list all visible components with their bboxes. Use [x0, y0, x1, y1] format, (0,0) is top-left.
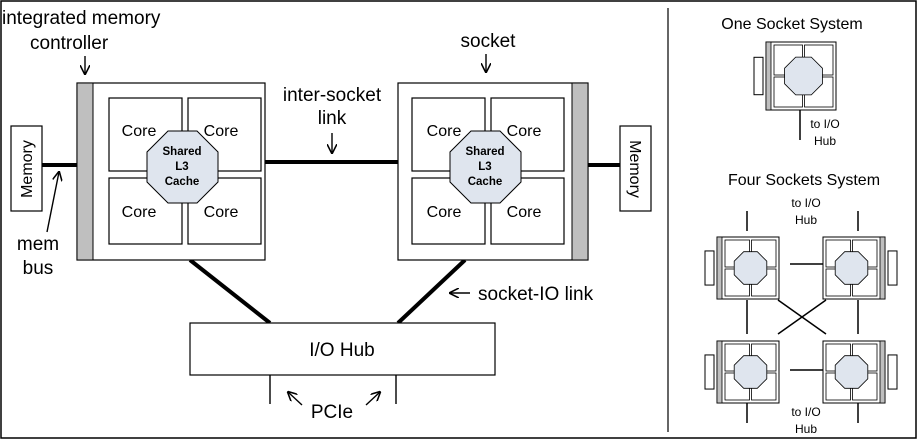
to-io-label-line2: Hub	[814, 134, 836, 148]
memory-left	[10, 125, 43, 212]
mini-memory	[704, 250, 715, 286]
mini-memory-controller	[716, 340, 723, 404]
memory-controller-right	[571, 82, 589, 261]
mini-socket	[822, 236, 898, 300]
cache-label-line1: Shared	[466, 146, 505, 158]
integrated-memory-controller-label-1: integrated memory	[2, 8, 161, 29]
inter-socket-link-label-1: inter-socket	[283, 85, 382, 106]
socket-left: Core Core Core Core Shared L3 Cache	[76, 82, 266, 261]
inter-socket-link-label-2: link	[318, 108, 347, 129]
core-label: Core	[122, 123, 157, 140]
socket-io-link-right	[396, 258, 467, 325]
mem-bus-label-1: mem	[17, 234, 59, 255]
core-label: Core	[507, 123, 542, 140]
cache-label-line2: L3	[478, 161, 491, 173]
socket-io-link-label: socket-IO link	[478, 284, 594, 305]
one-socket-title: One Socket System	[721, 16, 862, 33]
memory-right-label: Memory	[626, 140, 643, 198]
four-socket-title: Four Sockets System	[728, 172, 880, 189]
core-label: Core	[427, 123, 462, 140]
memory-controller-left	[76, 82, 94, 261]
integrated-memory-controller-label-2: controller	[30, 33, 109, 54]
socket-label: socket	[461, 31, 517, 52]
core-label: Core	[122, 204, 157, 221]
mini-cache	[784, 56, 823, 96]
mini-socket	[704, 340, 780, 404]
mini-cache	[834, 251, 869, 285]
shared-cache-right	[449, 130, 522, 204]
to-io-label-line2: Hub	[795, 422, 817, 436]
mini-memory-controller	[879, 340, 886, 404]
mem-bus-label-2: bus	[23, 258, 54, 279]
cache-label-line2: L3	[175, 161, 188, 173]
mini-socket	[704, 236, 780, 300]
mini-cache	[733, 251, 768, 285]
four-socket-link	[777, 299, 827, 335]
cache-label-line3: Cache	[468, 176, 503, 188]
four-socket-system	[704, 236, 898, 404]
mem-bus-arrow	[46, 172, 59, 233]
cache-label-line3: Cache	[165, 176, 200, 188]
mini-memory	[704, 354, 715, 390]
io-hub-box	[189, 322, 496, 376]
pcie-label: PCIe	[311, 402, 353, 423]
memory-right	[619, 125, 652, 212]
mini-memory-controller	[879, 236, 886, 300]
socket-right: Core Core Core Core Shared L3 Cache	[397, 82, 589, 261]
io-hub-label: I/O Hub	[309, 340, 374, 361]
pcie-arrow-right	[365, 392, 380, 406]
to-io-label-line1: to I/O	[791, 196, 820, 210]
core-label: Core	[507, 204, 542, 221]
mini-cache	[733, 355, 768, 389]
to-io-label-line1: to I/O	[810, 117, 839, 131]
mini-cache	[834, 355, 869, 389]
mini-socket	[822, 340, 898, 404]
shared-cache-left	[146, 130, 219, 204]
core-label: Core	[204, 204, 239, 221]
memory-left-label: Memory	[19, 140, 36, 198]
mini-memory-controller	[765, 41, 772, 111]
mini-memory	[887, 354, 898, 390]
pcie-arrow-left	[288, 392, 303, 406]
core-label: Core	[204, 123, 239, 140]
socket-io-link-left	[188, 258, 272, 325]
mini-socket	[753, 41, 837, 111]
to-io-label-line2: Hub	[795, 213, 817, 227]
mini-memory-controller	[716, 236, 723, 300]
to-io-label-line1: to I/O	[791, 405, 820, 419]
mini-memory	[887, 250, 898, 286]
cache-label-line1: Shared	[163, 146, 202, 158]
mini-memory	[753, 56, 764, 96]
core-label: Core	[427, 204, 462, 221]
one-socket-system	[753, 41, 837, 111]
